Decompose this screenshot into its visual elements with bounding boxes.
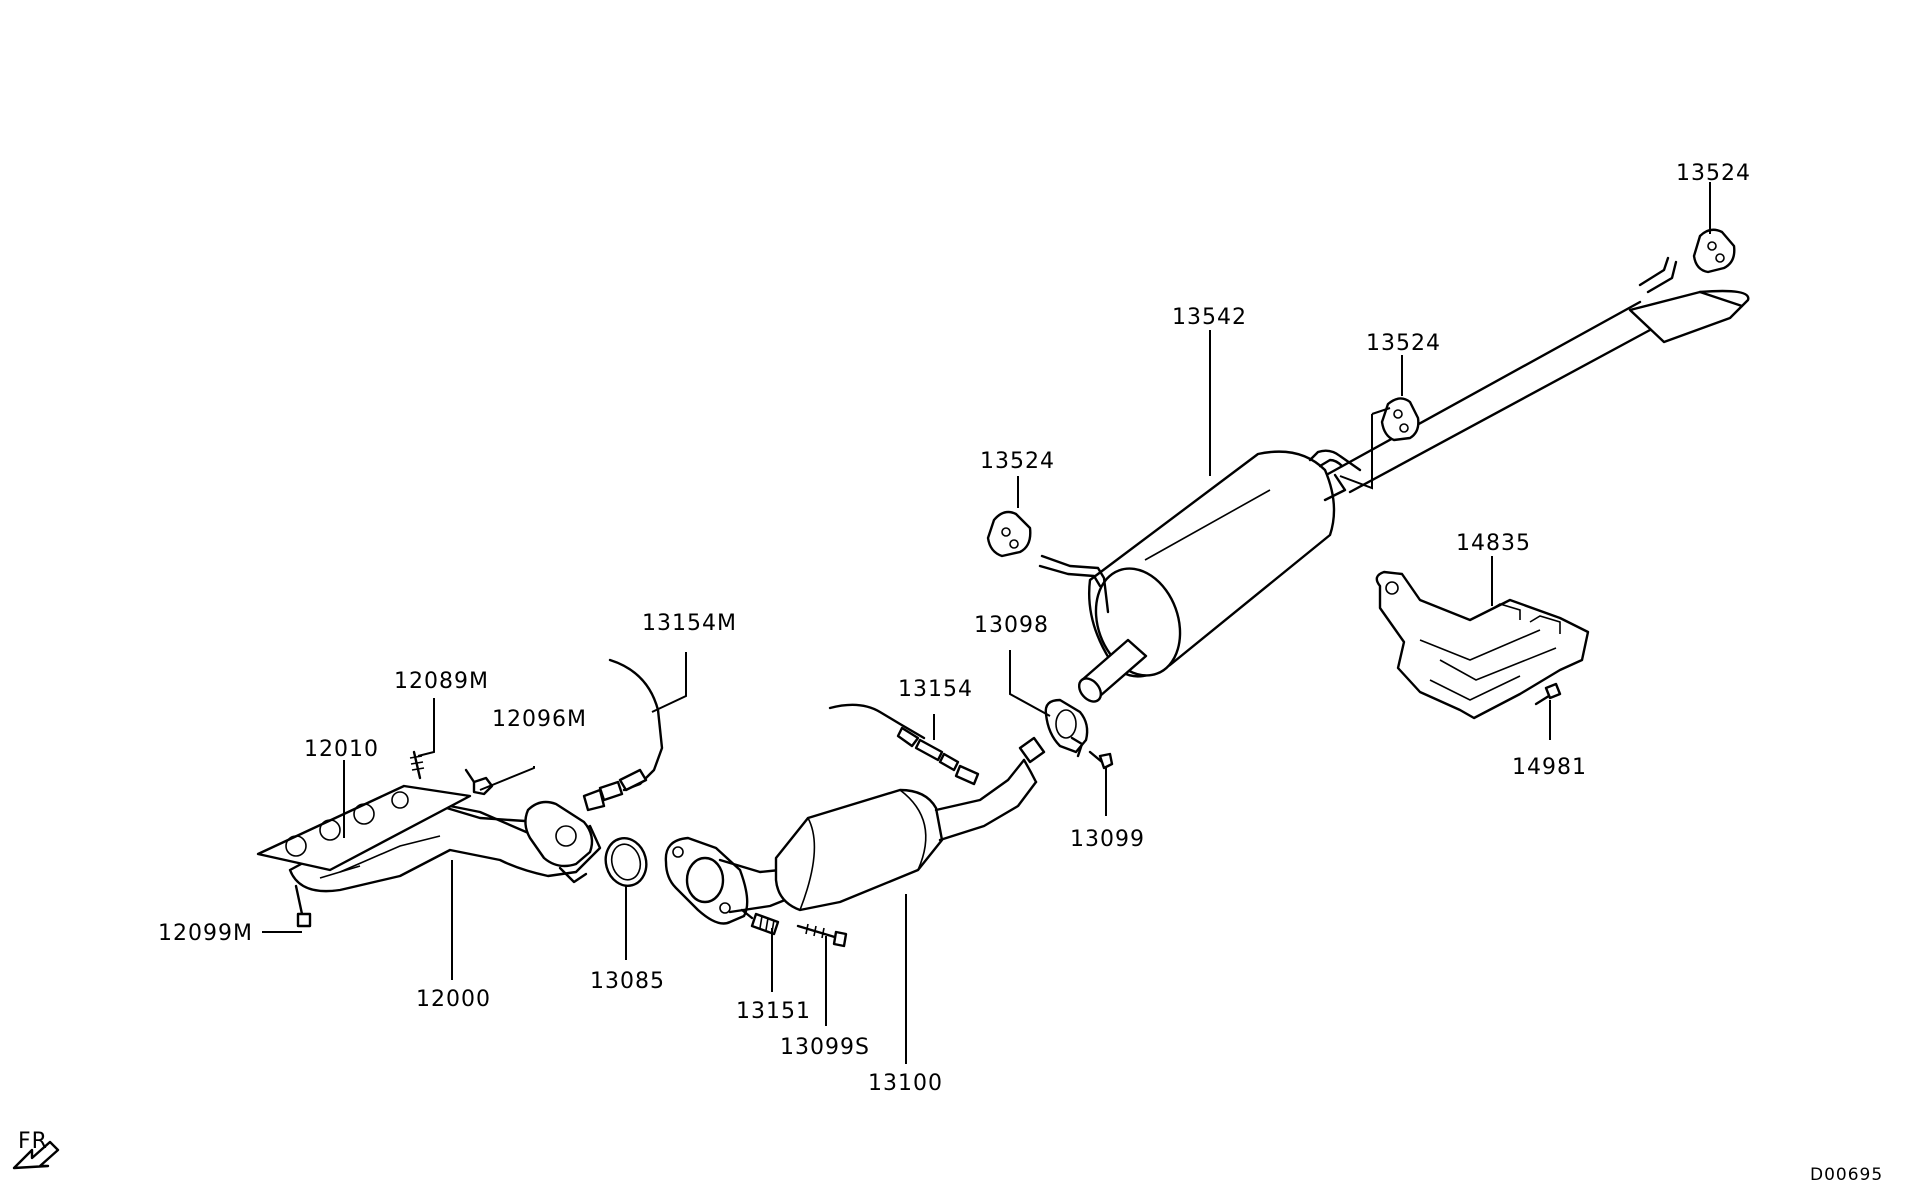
tail-pipe <box>1326 256 1750 494</box>
oxygen-sensor-13154M <box>582 658 664 812</box>
oxygen-sensor-13154 <box>828 703 980 786</box>
label-13524-top: 13524 <box>1676 161 1751 186</box>
label-12096M: 12096M <box>492 707 587 732</box>
bolt-13099S <box>796 923 848 948</box>
rubber-hanger-top <box>1692 228 1736 274</box>
label-13524-middle: 13524 <box>1366 331 1441 356</box>
diagram-code: D00695 <box>1810 1165 1883 1185</box>
orientation-label: FR <box>18 1129 48 1154</box>
stud-12089M <box>409 750 425 780</box>
label-12099M: 12099M <box>158 921 253 946</box>
nut-12096M <box>464 768 494 796</box>
label-13151: 13151 <box>736 999 811 1024</box>
label-13099S: 13099S <box>780 1035 870 1060</box>
rubber-hanger-middle <box>1380 397 1420 442</box>
label-13085: 13085 <box>590 969 665 994</box>
label-14835: 14835 <box>1456 531 1531 556</box>
front-direction-arrow <box>12 1140 60 1170</box>
bolt-14981 <box>1534 682 1562 706</box>
part-labels: 13524 13542 13524 13524 14835 14981 1315… <box>18 161 1883 1185</box>
label-14981: 14981 <box>1512 755 1587 780</box>
label-12010: 12010 <box>304 737 379 762</box>
label-12089M: 12089M <box>394 669 489 694</box>
gasket-13085 <box>604 837 648 887</box>
heat-shield <box>1375 570 1590 720</box>
clamp-13098 <box>1044 698 1089 758</box>
rubber-hanger-left <box>986 510 1032 558</box>
label-13099: 13099 <box>1070 827 1145 852</box>
exhaust-manifold <box>288 798 602 893</box>
catalytic-converter-pipe <box>664 736 1046 925</box>
label-13154: 13154 <box>898 677 973 702</box>
bolt-12099M <box>294 884 312 928</box>
main-muffler <box>1038 449 1362 703</box>
label-13524-left: 13524 <box>980 449 1055 474</box>
leader-lines <box>262 182 1711 1064</box>
label-13154M: 13154M <box>642 611 737 636</box>
label-12000: 12000 <box>416 987 491 1012</box>
bolt-13099 <box>1088 750 1114 770</box>
label-13542: 13542 <box>1172 305 1247 330</box>
label-13098: 13098 <box>974 613 1049 638</box>
manifold-gasket-12010 <box>256 784 472 872</box>
label-13100: 13100 <box>868 1071 943 1096</box>
